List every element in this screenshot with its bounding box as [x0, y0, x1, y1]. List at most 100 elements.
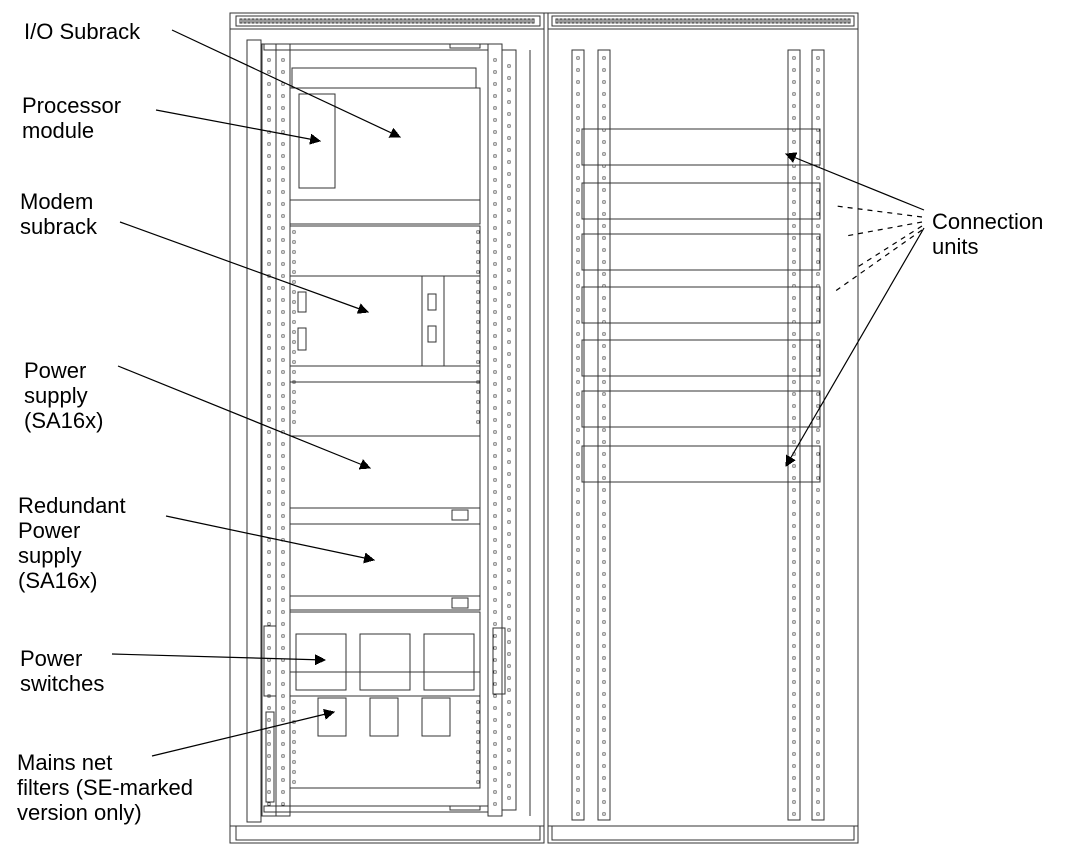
vent-slot — [439, 18, 443, 24]
label-line: version only) — [17, 800, 142, 825]
rail-hole — [576, 428, 580, 432]
rail-hole — [493, 586, 497, 590]
rail-hole — [507, 652, 511, 656]
rail-hole — [493, 238, 497, 242]
label-connection-units: Connection units — [932, 209, 1043, 259]
rail-hole — [281, 94, 285, 98]
rail-hole — [281, 646, 285, 650]
rail-hole — [816, 680, 820, 684]
rail-hole — [602, 308, 606, 312]
rail-hole — [576, 704, 580, 708]
rail-hole — [507, 544, 511, 548]
rail-hole — [576, 116, 580, 120]
rail-hole — [792, 80, 796, 84]
rail-hole — [507, 496, 511, 500]
rail-hole — [281, 742, 285, 746]
rail-hole — [493, 478, 497, 482]
rail-hole — [816, 560, 820, 564]
rail-hole — [281, 526, 285, 530]
rail-hole — [602, 236, 606, 240]
rail-hole — [792, 644, 796, 648]
vent-slot — [707, 18, 711, 24]
rail-hole — [267, 58, 271, 62]
rail-hole — [602, 740, 606, 744]
rail-hole — [476, 290, 480, 294]
rail-hole — [602, 56, 606, 60]
rail-hole — [507, 772, 511, 776]
rail-hole — [576, 800, 580, 804]
rail-hole — [792, 776, 796, 780]
rail-hole — [493, 754, 497, 758]
label-line: (SA16x) — [18, 568, 98, 593]
connection-unit — [581, 390, 821, 428]
vent-slot — [303, 18, 307, 24]
rail-hole — [281, 70, 285, 74]
rail-hole — [281, 346, 285, 350]
rail-hole — [602, 560, 606, 564]
vent-slot — [487, 18, 491, 24]
rail-hole — [281, 142, 285, 146]
rail-hole — [493, 154, 497, 158]
connection-unit — [581, 233, 821, 271]
connection-unit — [581, 445, 821, 483]
top-clip — [449, 43, 481, 49]
vent-slot — [335, 18, 339, 24]
redundant-power-supply-front — [289, 595, 481, 611]
vent-slot — [415, 18, 419, 24]
left-top-vent — [235, 15, 541, 27]
rail-hole — [792, 500, 796, 504]
vent-slot — [843, 18, 847, 24]
rail-hole — [602, 656, 606, 660]
rail-hole — [493, 718, 497, 722]
rail-hole — [602, 476, 606, 480]
rail-hole — [602, 704, 606, 708]
rail-hole — [507, 256, 511, 260]
rail-hole — [493, 574, 497, 578]
rail-hole — [816, 572, 820, 576]
arrow-connection-units-bottom — [785, 227, 925, 467]
rail-hole — [816, 92, 820, 96]
rail-hole — [507, 124, 511, 128]
vent-slot — [339, 18, 343, 24]
rail-hole — [576, 368, 580, 372]
rail-hole — [792, 368, 796, 372]
rail-hole — [576, 500, 580, 504]
rail-hole — [493, 682, 497, 686]
vent-slot — [351, 18, 355, 24]
rail-hole — [281, 130, 285, 134]
rail-hole — [267, 358, 271, 362]
label-line: Redundant — [18, 493, 126, 518]
rail-hole — [476, 420, 480, 424]
vent-slot — [251, 18, 255, 24]
vent-slot — [471, 18, 475, 24]
rail-hole — [576, 668, 580, 672]
rail-hole — [576, 104, 580, 108]
vent-slot — [795, 18, 799, 24]
rail-hole — [281, 454, 285, 458]
mains-filter — [369, 697, 399, 737]
rail-hole — [267, 574, 271, 578]
vent-slot — [499, 18, 503, 24]
rail-hole — [267, 202, 271, 206]
rail-hole — [493, 70, 497, 74]
rail-hole — [602, 668, 606, 672]
rail-hole — [602, 548, 606, 552]
vent-slot — [271, 18, 275, 24]
rail-hole — [792, 488, 796, 492]
rail-hole — [267, 526, 271, 530]
rail-hole — [292, 400, 296, 404]
rail-hole — [576, 764, 580, 768]
rail-hole — [816, 704, 820, 708]
vent-slot — [319, 18, 323, 24]
rail-hole — [476, 760, 480, 764]
rail-hole — [281, 310, 285, 314]
rail-hole — [507, 484, 511, 488]
rail-hole — [493, 226, 497, 230]
rail-hole — [792, 248, 796, 252]
right-cabinet-frame — [547, 12, 859, 844]
vent-slot — [587, 18, 591, 24]
power-supply-indicator — [451, 509, 469, 521]
arrow-power-supply — [117, 365, 372, 470]
rail-hole — [476, 280, 480, 284]
